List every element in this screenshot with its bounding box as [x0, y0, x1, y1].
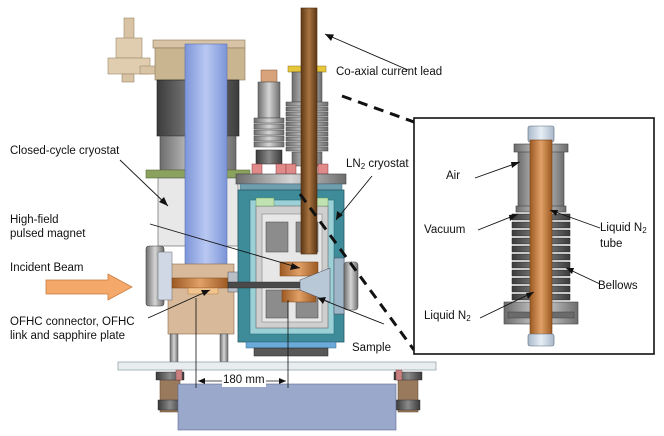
label-magnet-line1: High-field	[10, 214, 59, 226]
leader-arrowheads	[159, 34, 343, 304]
label-magnet-line2: pulsed magnet	[10, 228, 86, 240]
label-sample: Sample	[352, 342, 391, 354]
inset-panel	[413, 117, 655, 355]
label-distance: 180 mm	[222, 374, 266, 387]
inset-label-vacuum: Vacuum	[424, 224, 466, 236]
label-ofhc-line2: link and sapphire plate	[10, 330, 126, 342]
ln2-cryostat	[227, 65, 359, 357]
inset-label-tube-line1: Liquid N2	[600, 222, 647, 235]
support-table	[117, 361, 437, 431]
label-ln2-cryostat: LN2 cryostat	[346, 158, 409, 171]
coaxial-lead	[300, 7, 318, 255]
closed-cycle-cryostat	[107, 17, 251, 363]
label-ofhc-line1: OFHC connector, OFHC	[10, 316, 135, 328]
label-incident-beam: Incident Beam	[10, 262, 84, 274]
leader-lines	[119, 33, 409, 325]
inset-label-liquid-n2: Liquid N2	[424, 310, 471, 323]
incident-beam-arrow	[45, 273, 133, 301]
dimension-180mm	[195, 298, 289, 388]
zoom-lines	[298, 94, 416, 351]
label-coaxial-lead: Co-axial current lead	[336, 66, 443, 78]
inset-label-air: Air	[446, 170, 461, 182]
inset-label-tube-line2: tube	[600, 238, 623, 250]
label-closed-cycle-cryostat: Closed-cycle cryostat	[10, 145, 120, 157]
inset-label-bellows: Bellows	[598, 280, 638, 292]
